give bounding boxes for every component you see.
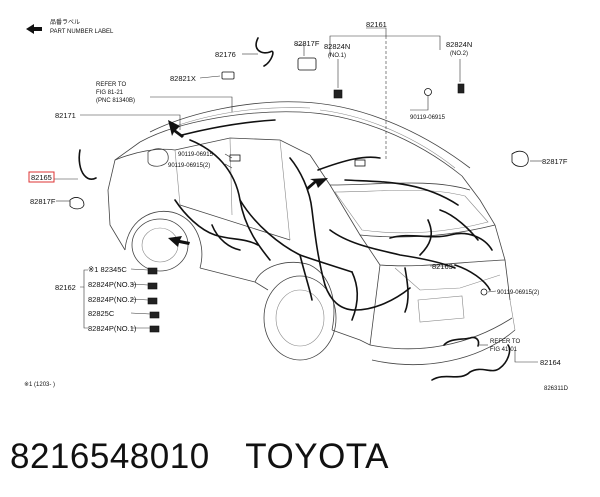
callout-82824N-2-note: (NO.2) [450, 51, 468, 57]
callout-bolt-bottom-right: 90119-06915(2) [497, 290, 539, 296]
clamp-82824N-2 [457, 83, 465, 94]
refer2-line-1: REFER TO [490, 339, 520, 345]
bracket-82817F-right [511, 150, 529, 167]
callout-82824P-3: 82824P(NO.3) [88, 280, 137, 289]
callout-82165: 82165 [31, 173, 52, 182]
protector-82821X [221, 71, 235, 80]
callouts: 82161 82176 82817F 82824N (NO.1) 82824N … [24, 20, 569, 392]
wiring-harness-diagram: 品番ラベル PART NUMBER LABEL [24, 19, 569, 392]
refer-line-2: FIG 81-21 [96, 90, 124, 96]
clamp-roof [354, 159, 366, 167]
highlight-box [28, 171, 55, 183]
bolt-90119-bottom [480, 288, 488, 296]
callout-82176: 82176 [215, 50, 236, 59]
parts [69, 57, 529, 333]
vehicle-body [107, 101, 516, 365]
callout-82345C: ※1 82345C [88, 265, 127, 274]
part-number: 8216548010 [10, 437, 210, 476]
callout-82171: 82171 [55, 111, 76, 120]
callout-82817F-right: 82817F [542, 157, 568, 166]
callout-82824P-1: 82824P(NO.1) [88, 324, 137, 333]
callout-bolt-mid-1: 90119-06915 [178, 152, 214, 158]
callout-82824N-1-note: (NO.1) [328, 53, 346, 59]
callout-82164: 82164 [540, 358, 561, 367]
arrow-left-icon [26, 24, 42, 34]
callout-82824N-1: 82824N [324, 42, 350, 51]
wire-harness [78, 37, 511, 381]
part-caption: 8216548010 TOYOTA [10, 437, 415, 477]
legend-label-jp: 品番ラベル [50, 19, 80, 26]
refer2-line-2: FIG 41-01 [490, 347, 518, 353]
callout-82825C: 82825C [88, 309, 115, 318]
legend-label-en: PART NUMBER LABEL [50, 29, 114, 35]
connector-82345C [147, 267, 158, 275]
arrow-pointer-icon [306, 178, 328, 190]
callout-82817F-top: 82817F [294, 39, 320, 48]
arrow-pointer-icon [168, 120, 184, 138]
refer-line-1: REFER TO [96, 82, 126, 88]
leader-lines [54, 27, 542, 363]
callout-82162: 82162 [55, 283, 76, 292]
clamp-82824P-2 [147, 297, 158, 305]
bracket-82817F-left [69, 197, 85, 210]
refer-line-3: (PNC 81340B) [96, 98, 135, 104]
callout-82821X: 82821X [170, 74, 196, 83]
diagram-id: 826311D [544, 386, 569, 392]
callout-bolt-mid-2: 90119-06915(2) [168, 163, 210, 169]
callout-82824N-2: 82824N [446, 40, 472, 49]
callout-82163: 82163 [432, 262, 453, 271]
legend: 品番ラベル PART NUMBER LABEL [26, 19, 114, 35]
footnote: ※1 (1203- ) [24, 382, 55, 388]
callout-82161: 82161 [366, 20, 387, 29]
callout-bolt-top-right: 90119-06915 [410, 115, 446, 121]
clamp-82824P-1 [149, 325, 160, 333]
connector-82825C [149, 311, 160, 319]
arrow-pointer-icon [168, 236, 190, 247]
callout-82817F-left: 82817F [30, 197, 56, 206]
clamp-82824N-1 [333, 89, 343, 99]
bracket-82817F-top [297, 57, 317, 71]
clamp-82824P-3 [147, 282, 158, 290]
callout-82824P-2: 82824P(NO.2) [88, 295, 137, 304]
brand-name: TOYOTA [245, 437, 389, 476]
bolt-90119-top [424, 88, 432, 96]
clamp-mid [229, 154, 241, 162]
